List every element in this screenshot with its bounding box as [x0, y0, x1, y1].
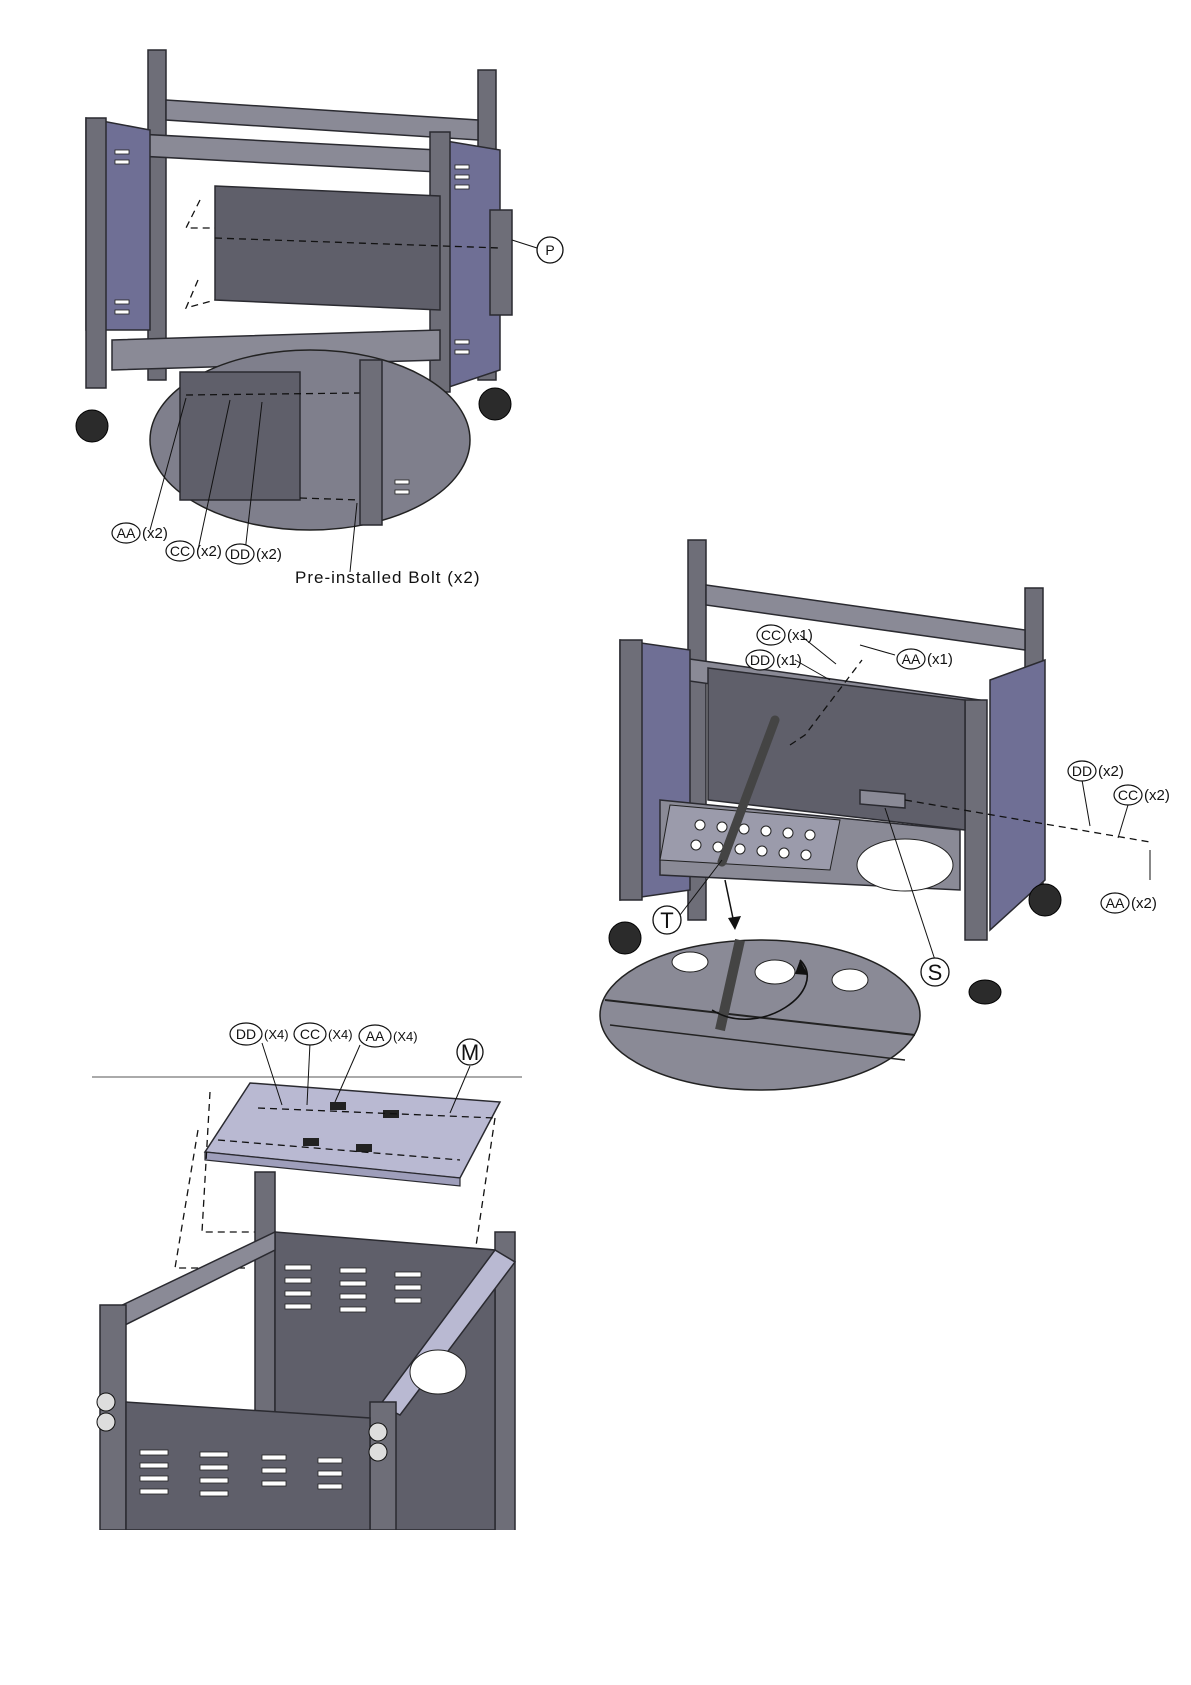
r-callout-t-label: T — [660, 908, 673, 933]
part-code-cc: CC — [170, 543, 190, 559]
s-code-dd: DD — [236, 1026, 256, 1042]
r-part-top-aa: AA (x1) — [897, 649, 953, 669]
r-part-side-aa: AA (x2) — [1101, 893, 1157, 913]
s-qty-aa: (X4) — [393, 1029, 418, 1044]
r-front-left-post — [620, 640, 642, 900]
r-qty-cc: (x1) — [787, 627, 813, 644]
top-callout-p: P — [537, 237, 563, 263]
r-qty-dd: (x1) — [776, 652, 802, 669]
s-code-aa: AA — [366, 1028, 385, 1044]
r-callout-s: S — [921, 958, 949, 986]
front-left-post — [86, 118, 106, 388]
top-part-dd: DD (x2) — [226, 544, 282, 564]
figure-back-panel — [76, 50, 537, 572]
s-qty-cc: (X4) — [328, 1027, 353, 1042]
cab-front-right-post — [370, 1402, 396, 1530]
top-part-cc: CC (x2) — [166, 541, 222, 561]
s-qty-dd: (X4) — [264, 1027, 289, 1042]
r-callout-t: T — [653, 906, 681, 934]
r-left-caster — [609, 922, 641, 954]
preinstalled-bolt-note: Pre-installed Bolt (x2) — [295, 568, 481, 587]
r-right-front-caster — [969, 980, 1001, 1004]
r-tank-hole — [857, 839, 953, 891]
r-code-cc: CC — [761, 627, 781, 643]
cab-side-hole — [410, 1350, 466, 1394]
s-code-cc: CC — [300, 1026, 320, 1042]
front-left-caster — [76, 410, 108, 442]
r-side-qty-cc: (x2) — [1144, 787, 1170, 804]
part-qty-aa: (x2) — [142, 525, 168, 542]
r-part-side-dd: DD (x2) — [1068, 761, 1124, 781]
r-front-right-post — [965, 700, 987, 940]
part-qty-dd: (x2) — [256, 546, 282, 563]
r-code-dd: DD — [750, 652, 770, 668]
s-callout-m: M — [457, 1039, 483, 1065]
r-detail-magnifier — [600, 940, 920, 1090]
s-part-aa: AA (X4) — [359, 1025, 418, 1047]
part-qty-cc: (x2) — [196, 543, 222, 560]
r-side-qty-aa: (x2) — [1131, 895, 1157, 912]
r-side-code-dd: DD — [1072, 763, 1092, 779]
panel-p-edge — [490, 210, 512, 315]
insert-guide-2 — [186, 280, 215, 308]
r-top-rear-rail — [706, 585, 1025, 650]
r-bracket-s — [860, 790, 905, 808]
figure-bottom-tray — [600, 540, 1150, 1090]
s-part-dd: DD (X4) — [230, 1023, 289, 1045]
insert-guide-1 — [186, 200, 215, 228]
r-part-top-cc: CC (x1) — [757, 625, 813, 645]
detail-post — [360, 360, 382, 525]
s-part-cc: CC (X4) — [294, 1023, 353, 1045]
part-code-aa: AA — [117, 525, 136, 541]
r-right-caster — [1029, 884, 1061, 916]
r-side-qty-dd: (x2) — [1098, 763, 1124, 780]
r-part-side-cc: CC (x2) — [1114, 785, 1170, 805]
figure-side-shelf — [92, 1043, 522, 1534]
detail-panel — [180, 372, 300, 500]
r-down-arrow — [728, 916, 741, 930]
r-side-code-cc: CC — [1118, 787, 1138, 803]
r-code-aa: AA — [902, 651, 921, 667]
r-part-top-dd: DD (x1) — [746, 650, 802, 670]
cab-left-rail — [112, 1232, 275, 1325]
r-callout-s-label: S — [928, 960, 943, 985]
r-side-code-aa: AA — [1106, 895, 1125, 911]
back-panel-p — [215, 186, 440, 310]
front-right-caster — [479, 388, 511, 420]
callout-p-label: P — [545, 242, 554, 258]
s-callout-m-label: M — [461, 1040, 479, 1065]
r-qty-aa: (x1) — [927, 651, 953, 668]
top-part-aa: AA (x2) — [112, 523, 168, 543]
part-code-dd: DD — [230, 546, 250, 562]
